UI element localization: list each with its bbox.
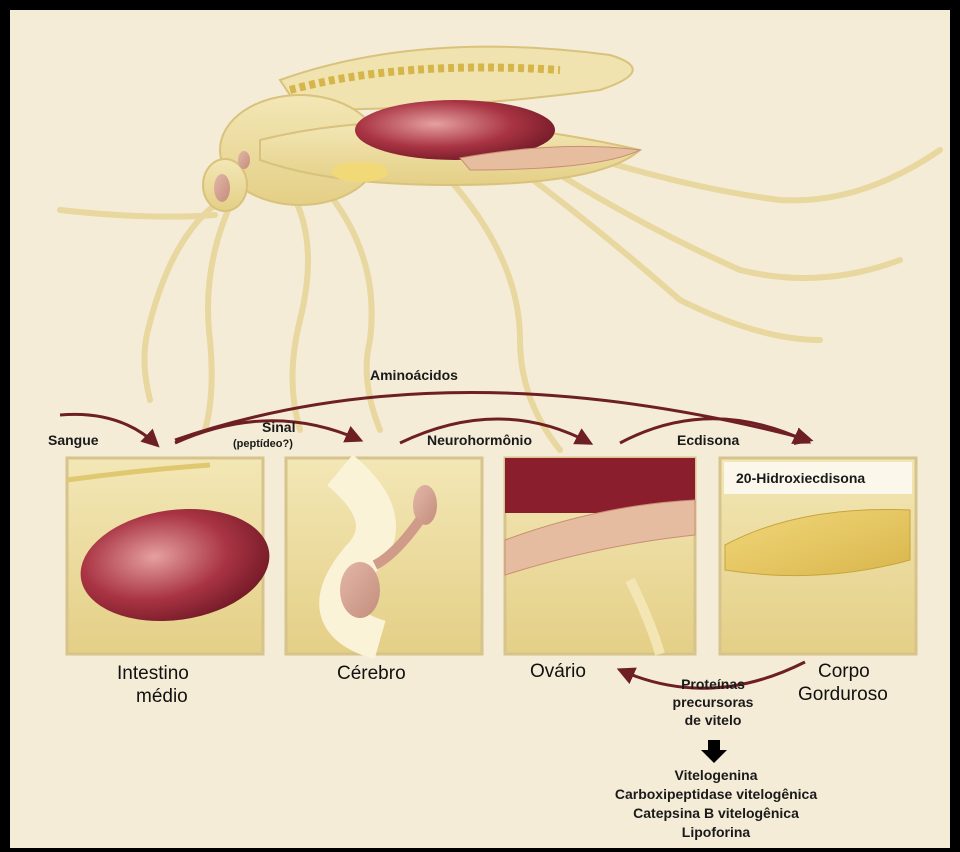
label-aminoacidos: Aminoácidos — [370, 367, 458, 383]
organ-corpo-line1: Corpo — [818, 661, 870, 682]
label-20-hidroxiecdisona: 20-Hidroxiecdisona — [736, 470, 865, 486]
label-sangue: Sangue — [48, 432, 99, 448]
label-ecdisona: Ecdisona — [677, 432, 739, 448]
product-catepsina: Catepsina B vitelogênica — [633, 805, 799, 821]
organ-intestino-line1: Intestino — [117, 663, 189, 684]
organ-corpo-line2: Gorduroso — [798, 684, 888, 705]
mosquito-illustration — [60, 47, 940, 450]
diagram-canvas: Sangue Sinal (peptídeo?) Aminoácidos Neu… — [10, 10, 950, 848]
down-arrow-icon — [701, 740, 727, 763]
panel-cerebro — [286, 458, 482, 654]
organ-ovario: Ovário — [530, 661, 586, 682]
organ-intestino-line2: médio — [136, 686, 188, 707]
proteins-line2: precursoras — [673, 694, 754, 710]
proteins-line3: de vitelo — [685, 712, 742, 728]
product-vitelogenina: Vitelogenina — [675, 767, 758, 783]
product-lipoforina: Lipoforina — [682, 824, 751, 840]
label-sinal-sub: (peptídeo?) — [233, 438, 293, 450]
label-neurohormonio: Neurohormônio — [427, 432, 532, 448]
product-carboxipeptidase: Carboxipeptidase vitelogênica — [615, 786, 817, 802]
proteins-line1: Proteínas — [681, 676, 745, 692]
panel-intestino — [67, 458, 277, 654]
organ-cerebro: Cérebro — [337, 663, 406, 684]
panel-ovario — [505, 458, 695, 654]
panel-corpo-gorduroso — [720, 458, 916, 654]
diagram-frame: Sangue Sinal (peptídeo?) Aminoácidos Neu… — [10, 10, 950, 848]
label-sinal: Sinal — [262, 419, 295, 435]
